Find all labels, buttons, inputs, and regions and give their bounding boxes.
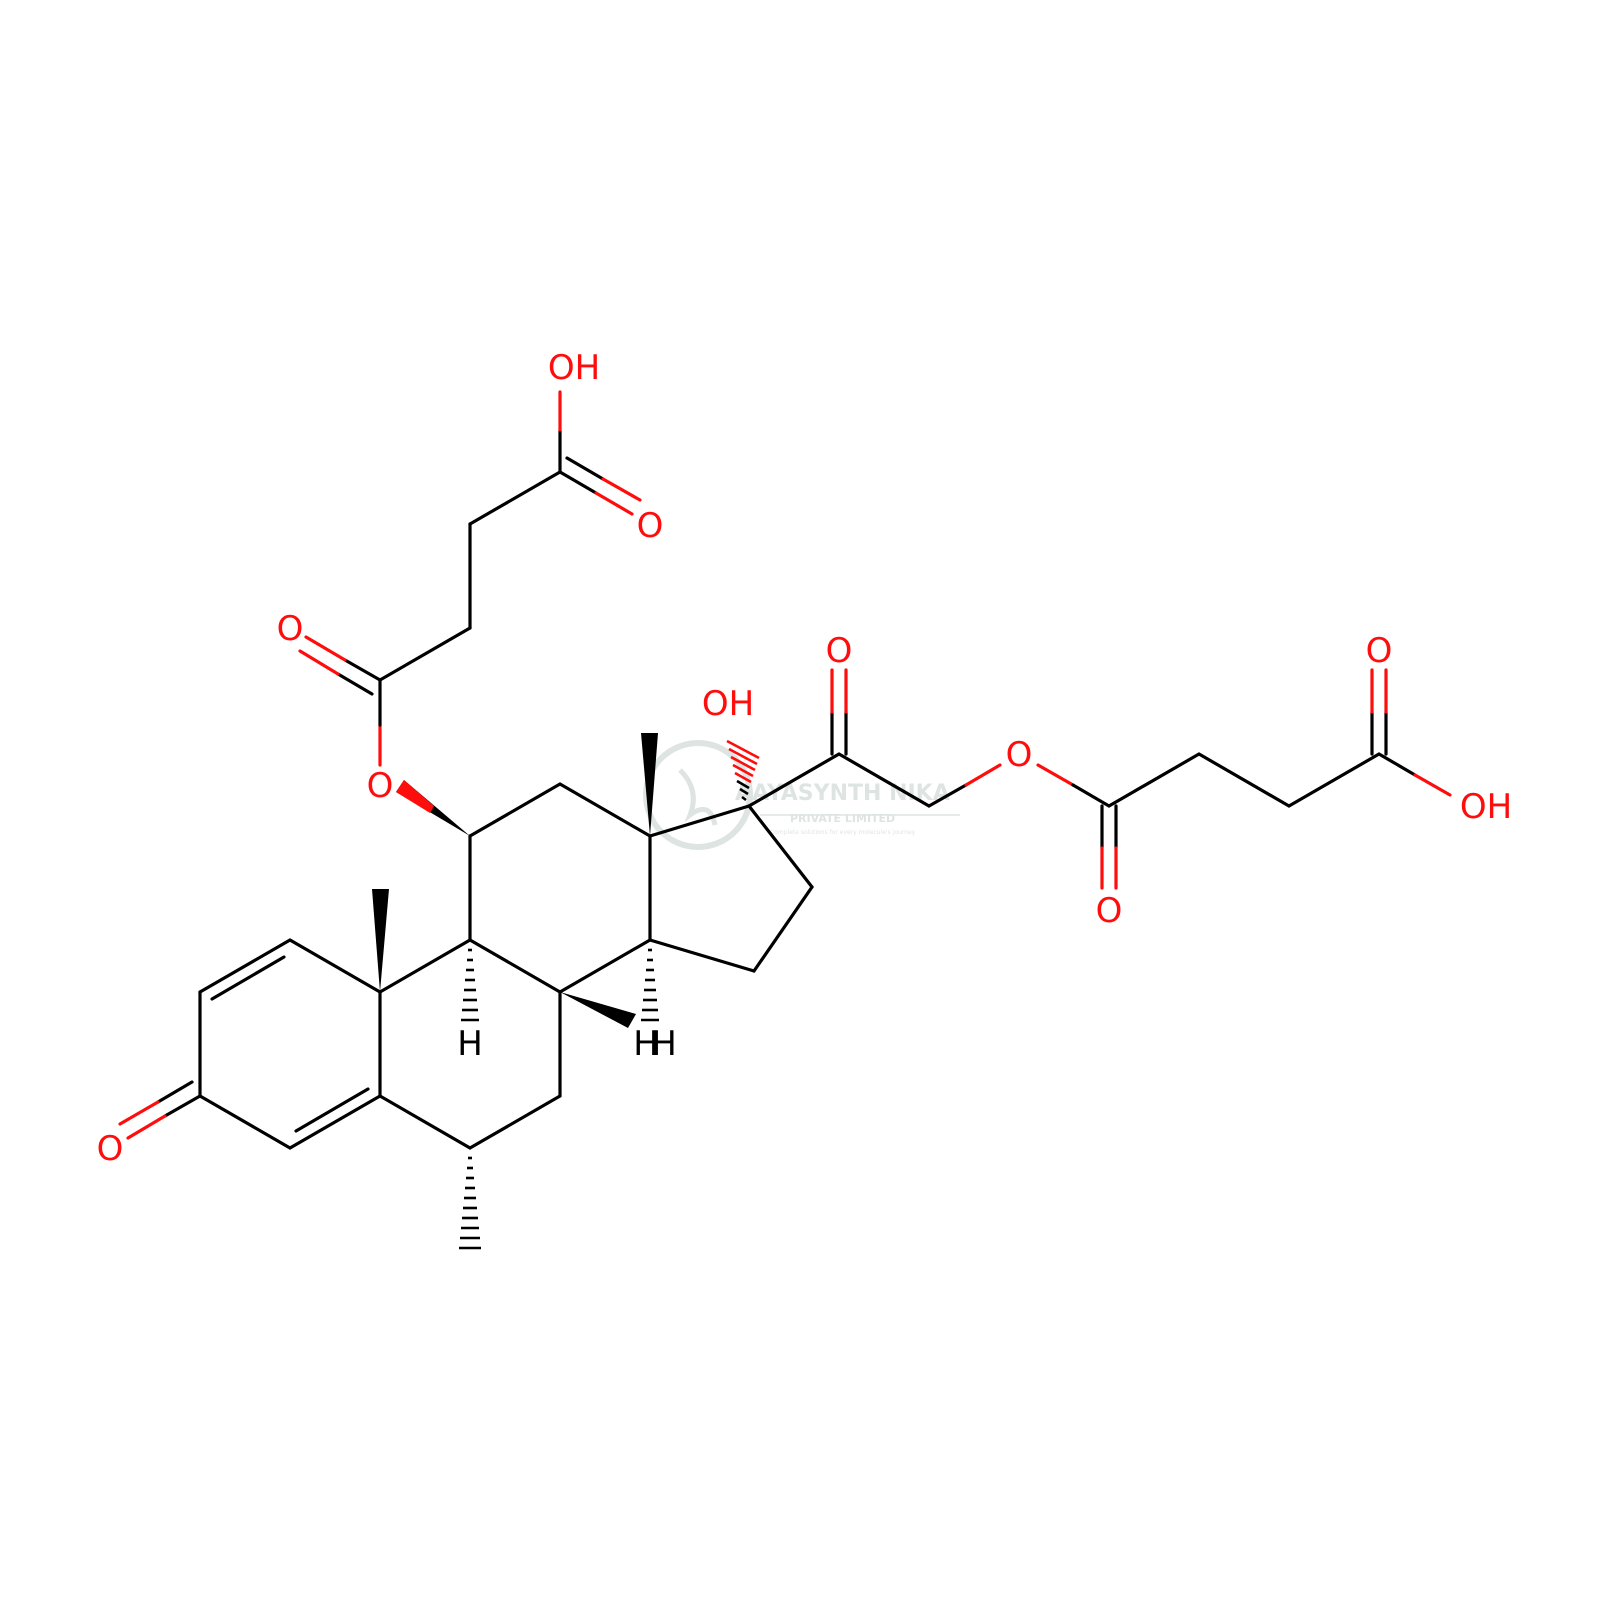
atom-oh-right: OH: [1460, 787, 1512, 827]
watermark-subtitle: PRIVATE LIMITED: [790, 812, 895, 825]
c10-methyl-wedge: [372, 889, 389, 992]
ring-d-bonds: [648, 804, 814, 973]
atom-o-c3: O: [97, 1129, 124, 1169]
c9-h-hash: [461, 948, 479, 1022]
c14-h-hash: [641, 948, 659, 1022]
atom-oh-top: OH: [548, 348, 600, 388]
atom-oh-c17: OH: [702, 684, 754, 724]
c6-methyl-hash: [459, 1156, 481, 1250]
ring-c-bonds: [468, 782, 652, 994]
atom-o-c20-ketone: O: [826, 631, 853, 671]
c13-methyl-wedge: [641, 733, 658, 836]
ring-a-bonds: [198, 938, 382, 1150]
watermark-tagline: Complete solutions for every molecule's …: [770, 829, 916, 836]
atom-h-c8: H: [633, 1024, 659, 1064]
atom-h-c9: H: [457, 1024, 483, 1064]
c3-ketone: O: [97, 1080, 202, 1169]
atom-o-top-acid: O: [637, 506, 664, 546]
atom-o-c11-ester: O: [367, 766, 394, 806]
c11-o-wedge-red: [396, 780, 434, 813]
watermark-logo-icon: [643, 740, 753, 850]
ring-b-bonds: [378, 938, 562, 1150]
c17-oh-hash: [726, 739, 760, 802]
atom-o-right-acid-carbonyl: O: [1366, 631, 1393, 671]
right-succinate-bonds: [1036, 668, 1452, 890]
atom-o-right-ester-carbonyl: O: [1096, 891, 1123, 931]
atom-o-c21-ester: O: [1006, 735, 1033, 775]
c8-h-wedge: [560, 992, 636, 1028]
atom-h-c14: H: [651, 1024, 677, 1064]
watermark-name: AAYASYNTH NIKA: [735, 781, 950, 806]
atom-o-top-ester-carbonyl: O: [277, 609, 304, 649]
top-succinate-bonds: [298, 390, 642, 767]
side-chain-bonds: [747, 668, 1002, 808]
